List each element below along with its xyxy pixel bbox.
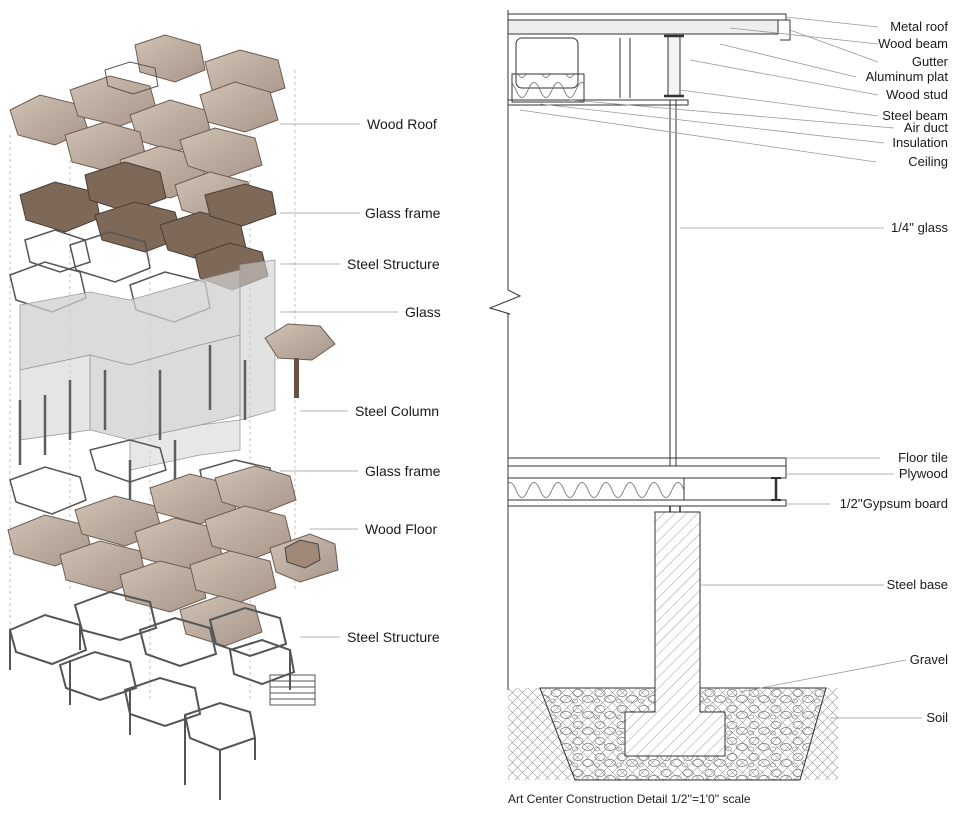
stool — [284, 539, 321, 569]
label-ceiling: Ceiling — [908, 154, 948, 169]
label-quarter-inch-glass: 1/4'' glass — [891, 220, 948, 235]
label-insulation: Insulation — [892, 135, 948, 150]
label-plywood: Plywood — [898, 466, 948, 481]
gutter — [780, 19, 791, 41]
roof-beam — [507, 19, 779, 35]
axonometric-drawing — [7, 34, 398, 800]
glass-panels — [19, 259, 276, 471]
floor-tile — [507, 457, 787, 467]
wood-floor — [7, 465, 339, 647]
label-glass-frame-lower: Glass frame — [365, 463, 441, 479]
label-glass: Glass — [405, 304, 441, 320]
label-glass-frame-upper: Glass frame — [365, 205, 441, 221]
label-soil: Soil — [926, 710, 948, 725]
label-steel-beam: Steel beam — [882, 108, 948, 123]
side-table — [264, 323, 336, 398]
section-drawing — [488, 10, 922, 781]
left-leaders — [280, 123, 398, 638]
roof-metal — [507, 13, 787, 21]
ceiling — [507, 99, 689, 106]
steel-legs — [9, 625, 291, 800]
drawing-caption: Art Center Construction Detail 1/2''=1'0… — [508, 792, 751, 806]
insulation-roof — [511, 73, 585, 103]
floor-insulation — [507, 477, 685, 501]
wood-roof — [9, 34, 286, 223]
label-gravel: Gravel — [909, 652, 948, 667]
wall-edge — [488, 10, 522, 690]
steel-beam-i — [667, 35, 681, 97]
label-steel-column: Steel Column — [355, 403, 440, 419]
label-steel-structure-upper: Steel Structure — [347, 256, 440, 272]
stair — [269, 674, 316, 706]
steel-structure-lower — [8, 590, 296, 752]
label-wood-floor: Wood Floor — [365, 521, 438, 537]
label-floor-tile: Floor tile — [898, 450, 948, 465]
label-wood-stud: Wood stud — [886, 87, 948, 102]
label-air-duct: Air duct — [903, 120, 948, 135]
gypsum-board — [507, 499, 787, 507]
label-steel-structure-lower: Steel Structure — [347, 629, 440, 645]
label-metal-roof: Metal roof — [890, 19, 948, 34]
label-gutter: Gutter — [911, 54, 948, 69]
steel-columns — [18, 345, 247, 500]
label-steel-base: Steel base — [886, 577, 948, 592]
label-gypsum-board: 1/2''Gypsum board — [839, 496, 948, 511]
glass-frame-upper — [19, 161, 277, 291]
label-wood-roof: Wood Roof — [367, 116, 437, 132]
label-wood-beam: Wood beam — [878, 36, 948, 51]
label-aluminum-plat: Aluminum plat — [865, 69, 948, 84]
plywood — [507, 465, 787, 479]
right-leaders — [519, 16, 922, 719]
